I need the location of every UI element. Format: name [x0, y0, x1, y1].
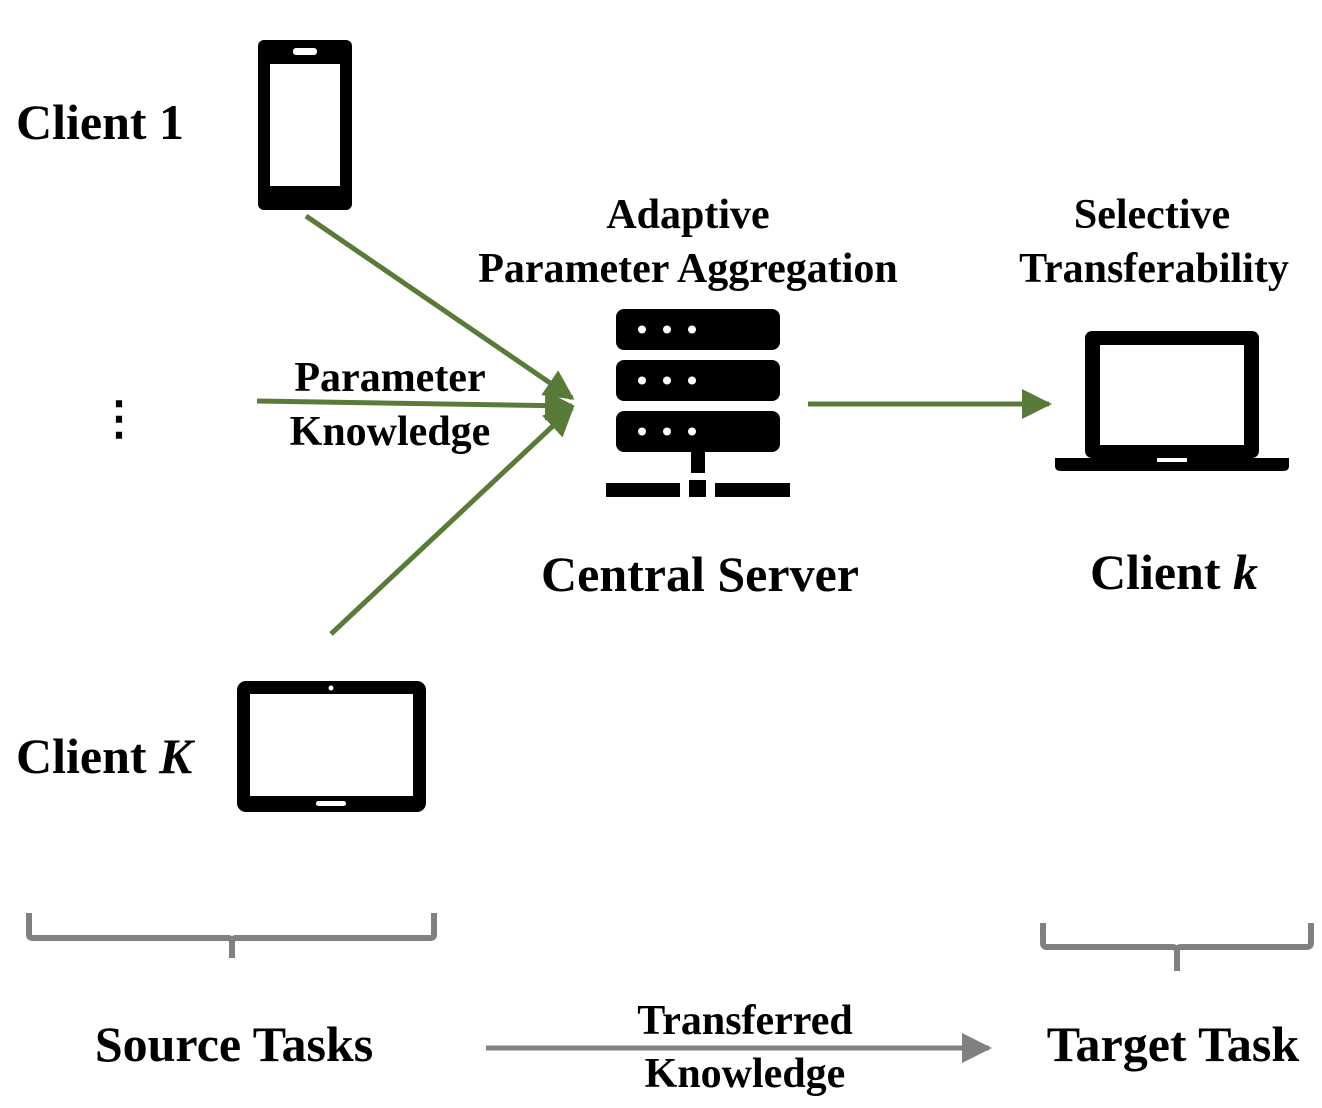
- target-task-label: Target Task: [1046, 1016, 1300, 1072]
- transferred-knowledge-line2: Knowledge: [644, 1051, 846, 1097]
- arrow-clientK-to-server: [329, 405, 575, 636]
- client-1-label: Client 1: [16, 94, 185, 150]
- adaptive-aggregation-line2: Parameter Aggregation: [478, 246, 898, 292]
- adaptive-aggregation-line1: Adaptive: [606, 192, 770, 238]
- ellipsis-label: ⋮: [96, 393, 142, 444]
- laptop-icon: [1055, 331, 1289, 471]
- parameter-knowledge-line2: Knowledge: [289, 409, 491, 455]
- parameter-knowledge-line1: Parameter: [294, 355, 486, 401]
- client-k-variable: k: [1233, 544, 1259, 600]
- client-k-prefix: Client: [1089, 544, 1234, 600]
- target-task-brace: [1040, 923, 1314, 971]
- client-K-prefix: Client: [16, 728, 160, 784]
- source-tasks-label: Source Tasks: [94, 1016, 374, 1072]
- arrow-middle-clients-to-server: [256, 390, 575, 421]
- tablet-icon: [237, 681, 426, 812]
- selective-transferability-line1: Selective: [1073, 192, 1231, 238]
- central-server-label: Central Server: [541, 546, 859, 602]
- arrow-client1-to-server: [304, 213, 575, 401]
- client-K-label: Client K: [16, 731, 192, 781]
- smartphone-icon: [258, 40, 352, 210]
- client-K-variable: K: [159, 728, 193, 784]
- client-k-label: Client k: [1024, 547, 1322, 597]
- server-icon: [606, 309, 790, 497]
- source-tasks-brace: [26, 913, 437, 958]
- transferred-knowledge-line1: Transferred: [637, 998, 853, 1044]
- selective-transferability-line2: Transferability: [1019, 246, 1289, 292]
